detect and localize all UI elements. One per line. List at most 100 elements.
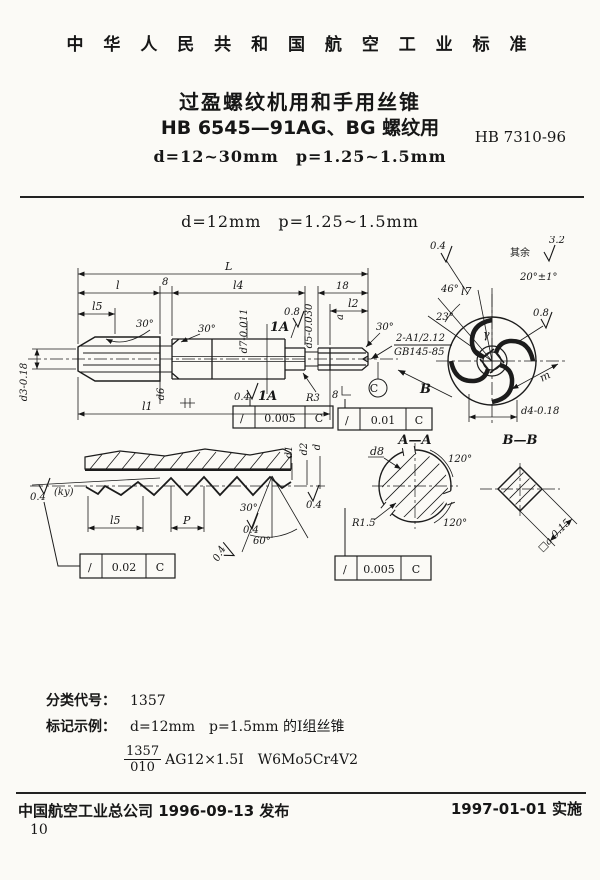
end-view (427, 244, 568, 426)
label-d8: d8 (370, 445, 384, 458)
label-l4: l4 (233, 279, 244, 292)
label-d5: d5-0.030 (304, 303, 315, 348)
label-18: 18 (336, 281, 349, 292)
thread-profile-detail (30, 448, 432, 581)
document-size-range: d=12~30mm p=1.25~1.5mm (153, 147, 447, 166)
tap-neck2 (305, 348, 319, 370)
label-l5: l5 (92, 300, 103, 313)
finish-04-top-value: 0.4 (430, 241, 446, 252)
r15-leader (373, 502, 397, 521)
label-L: L (224, 260, 232, 273)
section-a-label-top: 1A (270, 320, 289, 335)
finish-08-step: 0.8 (284, 307, 300, 318)
tap-shank (171, 338, 286, 380)
bb-dim-extensions (519, 488, 578, 547)
label-d3: d3-0.18 (19, 363, 30, 401)
label-r15: R1.5 (351, 518, 375, 529)
section-b-letter: B (419, 382, 431, 397)
label-l7: l7 (461, 285, 472, 298)
label-d6: d6 (156, 387, 167, 400)
frame1-symbol: / (240, 412, 244, 425)
finish-d-value: 0.4 (306, 500, 322, 511)
label-30c: 30° (376, 322, 394, 333)
classification-label: 分类代号： (46, 693, 116, 709)
marking-example-row: 标记示例：d=12mm p=1.5mm 的Ⅰ组丝锥 (46, 714, 358, 740)
label-m: m (537, 368, 552, 384)
classification-value: 1357 (130, 693, 166, 709)
label-8-square: 8 (332, 390, 338, 401)
arc-120-bottom (433, 501, 453, 524)
arc-120-top (429, 449, 454, 478)
label-p: P (182, 514, 191, 527)
tolerance-frame-2 (337, 399, 433, 431)
finish-flank-value: 0.4 (211, 544, 228, 563)
top-rule (20, 196, 584, 198)
label-8: 8 (162, 277, 168, 288)
frame2-datum: C (415, 414, 423, 427)
label-30b: 30° (198, 324, 216, 335)
bottom-rule (16, 792, 586, 794)
code-denominator: 010 (130, 760, 155, 775)
main-view (28, 268, 453, 431)
tolerance-frame-4 (334, 508, 432, 581)
bb-title: B—B (502, 433, 538, 448)
standard-number: HB 7310-96 (474, 128, 566, 146)
angle-arc (444, 303, 461, 323)
d-dims-lines (291, 456, 321, 489)
effective-date: 1997-01-01 实施 (450, 800, 582, 818)
classification-row: 分类代号： 1357 (46, 688, 358, 714)
td-extensions (87, 486, 205, 532)
angle-60-arc (249, 528, 298, 538)
aa-notch-1 (401, 444, 417, 457)
label-d2: d2 (299, 443, 310, 456)
leader-r3 (302, 372, 317, 393)
code-suffix: AG12×1.5Ⅰ W6Mo5Cr4V2 (165, 751, 359, 768)
finish-mark-d (307, 484, 320, 502)
section-b-arrow-line (397, 369, 453, 398)
center-hole-callout-top: 2-A1/2.12 (395, 333, 445, 344)
notes-block: 分类代号： 1357 标记示例：d=12mm p=1.5mm 的Ⅰ组丝锥 1357… (46, 688, 358, 775)
section-a-label-bottom: 1A (258, 389, 277, 404)
frame3-symbol: / (88, 561, 92, 574)
label-d1: d1 (284, 446, 295, 459)
frame2-symbol: / (345, 414, 349, 427)
extension-lines (77, 268, 369, 420)
frame1-value: 0.005 (264, 412, 296, 425)
frame3-value: 0.02 (112, 561, 137, 574)
bb-dim-line (549, 518, 573, 542)
d8-leader (368, 456, 401, 469)
label-a: a (335, 314, 346, 320)
break-mark (180, 398, 195, 408)
document-title: 过盈螺纹机用和手用丝锥 (179, 90, 421, 114)
designation-code-row: 1357 010 AG12×1.5Ⅰ W6Mo5Cr4V2 (46, 744, 358, 775)
label-120-top: 120° (448, 454, 472, 465)
datum-c-letter: C (370, 382, 378, 395)
leader-30c (365, 332, 381, 348)
label-30a: 30° (136, 319, 154, 330)
label-l1: l1 (142, 400, 153, 413)
dim-m (511, 363, 559, 390)
label-120-bottom: 120° (443, 518, 467, 529)
finish-04-secA: 0.4 (234, 392, 250, 403)
label-square-a: □a-0.15 (536, 517, 573, 554)
label-d: d (312, 444, 323, 450)
label-l: l (116, 279, 120, 292)
thread-detail-labels: (ky) 0.4 l5 P 30° 0.4 60° 0.4 d1 d2 d 0.… (30, 443, 420, 576)
finish-08-endview-value: 0.8 (533, 308, 549, 319)
page-number: 10 (30, 822, 48, 838)
rest-finish-value: 3.2 (549, 236, 565, 246)
square-8-bracket (341, 386, 351, 396)
tolerance-frame-1 (232, 397, 334, 429)
bb-hatching (500, 469, 540, 509)
finish-ky-value: 0.4 (30, 492, 46, 503)
drawing-subtitle: d=12mm p=1.25~1.5mm (181, 212, 419, 231)
angle-46-23-lines (427, 297, 493, 362)
label-gamma: γ (483, 328, 490, 341)
label-30-detail: 30° (240, 503, 258, 514)
center-hole-callout-bottom: GB145-85 (394, 347, 445, 358)
leader-08-endview (517, 325, 544, 343)
code-numerator: 1357 (124, 744, 162, 760)
leader-08 (290, 323, 297, 339)
tooth-angle-lines (241, 475, 309, 553)
